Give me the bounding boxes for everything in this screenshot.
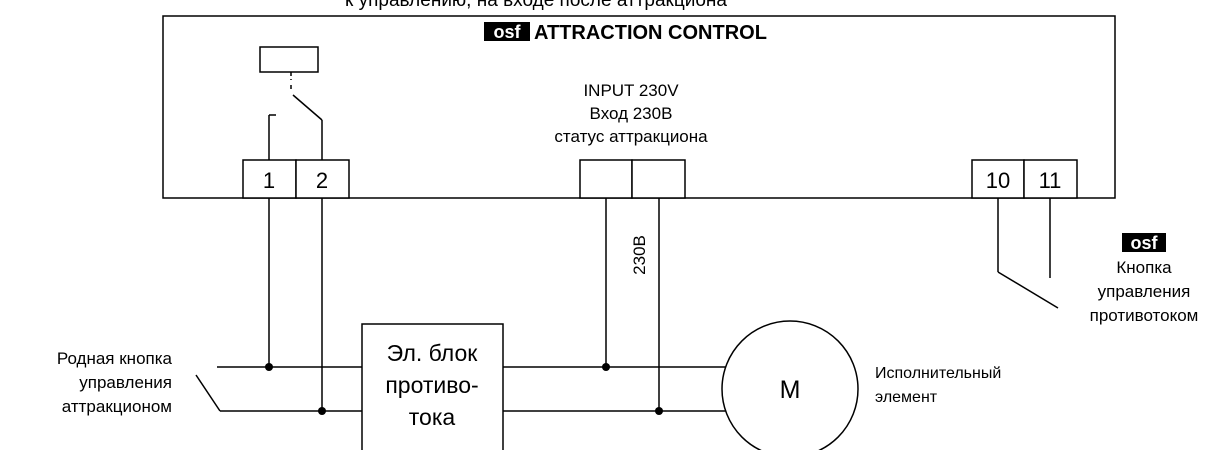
osf-button-logo-icon: osf — [1122, 233, 1166, 253]
counterflow-control-unit — [361, 323, 504, 450]
terminal-1 — [242, 159, 297, 199]
actuator-line1: Исполнительный — [875, 365, 1001, 382]
osf-button-contact — [997, 271, 1059, 309]
osf-button-line3: противотоком — [1090, 306, 1199, 325]
terminal-2-label: 2 — [316, 168, 328, 193]
control-unit-line1: Эл. блок — [387, 340, 479, 366]
osf-logo-icon: osf — [484, 22, 530, 42]
motor-label: M — [780, 376, 801, 404]
osf-button-line2: управления — [1098, 282, 1191, 301]
native-button-line3: аттракционом — [62, 397, 172, 416]
terminal-10-label: 10 — [986, 168, 1010, 193]
panel-title: ATTRACTION CONTROL — [534, 22, 767, 44]
junction-dot — [602, 363, 610, 371]
osf-logo-text: osf — [494, 22, 522, 42]
osf-button-logo-text: osf — [1131, 233, 1159, 253]
terminal-1-label: 1 — [263, 168, 275, 193]
junction-dot — [265, 363, 273, 371]
native-button-line1: Родная кнопка — [57, 349, 173, 368]
relay-contact — [292, 94, 323, 121]
native-button-contact — [195, 374, 221, 412]
native-button-line2: управления — [79, 373, 172, 392]
wire-230v-label: 230В — [630, 235, 649, 275]
junction-dot — [655, 407, 663, 415]
actuator-line2: элемент — [875, 389, 938, 406]
input-terminal-right — [631, 159, 686, 199]
header-caption: к управлению, на входе после аттракциона — [345, 0, 727, 11]
motor-icon — [721, 320, 859, 450]
junction-dot — [318, 407, 326, 415]
input-label-ru: Вход 230В — [590, 104, 673, 123]
input-label-en: INPUT 230V — [583, 81, 679, 100]
relay-coil — [259, 46, 319, 73]
control-unit-line2: противо- — [385, 372, 478, 398]
osf-button-line1: Кнопка — [1116, 258, 1172, 277]
input-label-status: статус аттракциона — [554, 127, 708, 146]
terminal-2 — [295, 159, 350, 199]
terminal-11 — [1023, 159, 1078, 199]
control-unit-line3: тока — [409, 404, 456, 430]
terminal-11-label: 11 — [1039, 168, 1062, 193]
input-terminal-left — [579, 159, 633, 199]
